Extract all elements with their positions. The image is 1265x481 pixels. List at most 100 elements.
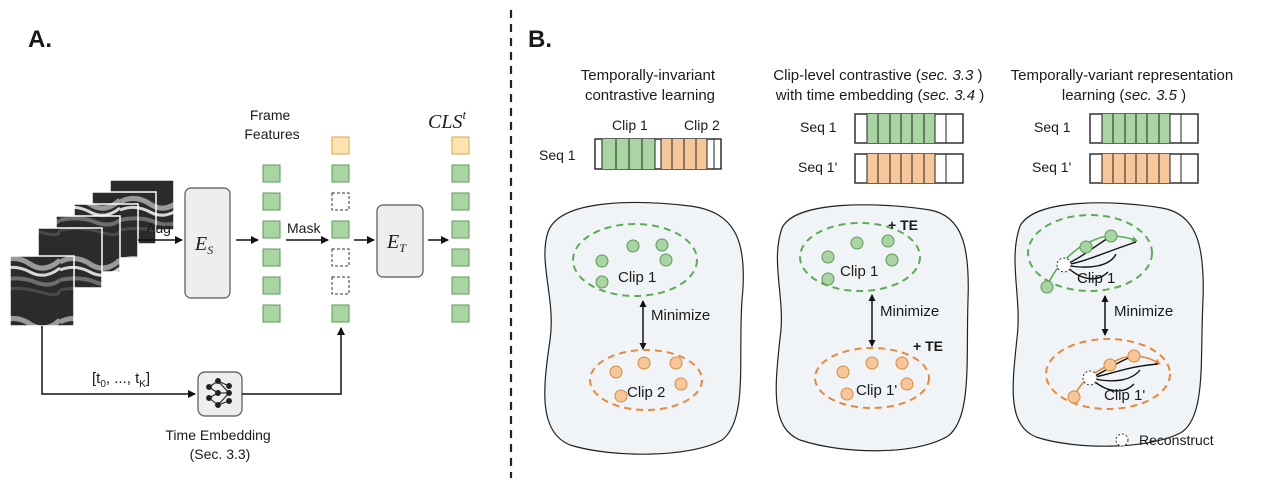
col1-embedding-space [544,201,744,455]
orange-point [1103,358,1117,372]
col2-title: Clip-level contrastive (sec. 3.3 ) with … [773,67,986,104]
oct-image-stack [9,179,175,327]
aug-label: Aug [146,220,171,236]
col2-clip1prime-label: Clip 1' [856,382,897,399]
feature-token [451,276,470,295]
reconstruct-point [1056,257,1072,273]
cls-label: CLSt [428,107,466,133]
feature-token [262,164,281,183]
frame-features-label: Frame Features [244,107,299,142]
green-point [659,253,673,267]
time-path-arrow [41,326,196,398]
col3-clip1-cluster [1027,214,1153,292]
green-point [595,275,609,289]
col2-clip1prime-cluster [814,347,930,409]
encoder-s-label: ES [194,233,213,257]
green-point [885,253,899,267]
col3-clip1prime-label: Clip 1' [1104,387,1145,404]
col3-sequence-a-bar [1089,113,1199,144]
masked-token [331,192,350,211]
time-embedding-label: Time Embedding (Sec. 3.3) [165,427,274,462]
orange-point [637,356,651,370]
feature-token [262,304,281,323]
feature-token [262,248,281,267]
green-point [595,254,609,268]
col1-clip1-header: Clip 1 [612,117,648,133]
feature-token [451,220,470,239]
col3-seq-b-label: Seq 1' [1032,159,1071,175]
col2-sequence-a-bar [854,113,964,144]
masked-token [331,276,350,295]
orange-point [895,356,909,370]
feature-token [331,304,350,323]
col3-title: Temporally-variant representation learni… [1011,67,1238,104]
feature-token [262,276,281,295]
col2-bottom-te-label: + TE [913,338,943,354]
col2-top-te-label: + TE [888,217,918,233]
col3-sequence-b-bar [1089,153,1199,184]
panel-a: A. Aug ES Frame Features [9,26,470,462]
encoder-s-box [184,187,231,299]
feature-token [451,304,470,323]
col3-seq-a-label: Seq 1 [1034,119,1071,135]
encoder-t-label: ET [386,231,407,255]
col2-clip1-cluster [799,222,921,292]
orange-point [900,377,914,391]
masked-tokens-column [331,136,350,323]
orange-point [614,389,628,403]
reconstruct-point [1082,370,1098,386]
feature-token [451,192,470,211]
time-index-label: [t0, ..., tK] [92,370,150,390]
orange-point [865,356,879,370]
encoder-t-box [376,204,424,278]
feature-token [451,248,470,267]
reconstruct-legend-label: Reconstruct [1139,432,1214,448]
col3-temporally-variant: Temporally-variant representation learni… [1011,67,1238,448]
orange-point [1127,349,1141,363]
frame-features-column [262,164,281,323]
green-point [626,239,640,253]
col3-clip1-label: Clip 1 [1077,270,1115,287]
col2-seq-a-label: Seq 1 [800,119,837,135]
col1-clip1-cluster [572,223,698,297]
col1-sequence-bar [594,138,722,170]
orange-point [840,387,854,401]
col2-clip1-label: Clip 1 [840,263,878,280]
feature-token [262,192,281,211]
orange-point [1067,390,1081,404]
orange-point [669,356,683,370]
feature-token [331,164,350,183]
col1-clip2-cluster [589,349,703,411]
col1-minimize-label: Minimize [651,307,710,324]
orange-point [609,365,623,379]
col1-seq-label: Seq 1 [539,147,576,163]
oct-image [9,255,75,327]
col2-sequence-b-bar [854,153,964,184]
col2-minimize-label: Minimize [880,303,939,320]
reconstruct-legend-icon [1115,433,1129,447]
col1-temporally-invariant: Temporally-invariant contrastive learnin… [539,67,744,455]
green-point [1040,280,1054,294]
col2-seq-b-label: Seq 1' [798,159,837,175]
panel-b-label: B. [528,26,552,53]
col1-clip2-label: Clip 2 [627,384,665,401]
feature-token [331,220,350,239]
green-point [881,234,895,248]
feature-token [262,220,281,239]
green-point [850,236,864,250]
orange-point [836,365,850,379]
cls-token [451,136,470,155]
green-point [821,272,835,286]
col3-clip1prime-cluster [1045,338,1171,410]
col2-clip-level-contrastive: Clip-level contrastive (sec. 3.3 ) with … [773,67,986,452]
col1-title: Temporally-invariant contrastive learnin… [581,67,719,104]
network-icon [206,378,232,408]
cls-token [331,136,350,155]
green-point [821,250,835,264]
output-tokens-column [451,136,470,323]
col3-minimize-label: Minimize [1114,303,1173,320]
col1-clip1-label: Clip 1 [618,269,656,286]
masked-token [331,248,350,267]
panel-b: B. Temporally-invariant contrastive lear… [528,26,1238,455]
